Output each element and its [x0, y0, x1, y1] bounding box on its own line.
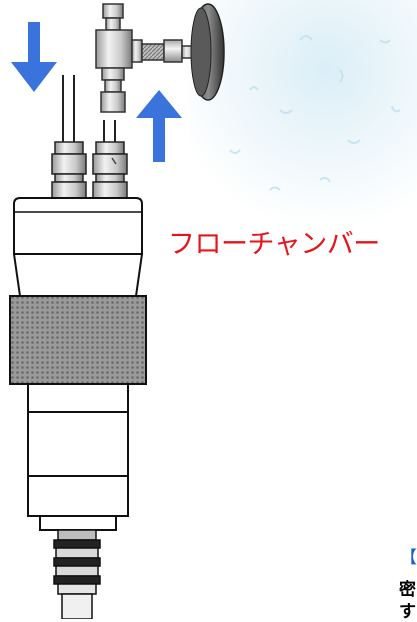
cutoff-bracket-text: 【 — [400, 548, 417, 568]
pressure-gauge — [190, 3, 225, 101]
tee-fitting — [95, 3, 195, 113]
outflow-arrow — [136, 90, 182, 162]
cable-connector — [53, 529, 101, 619]
compression-fittings — [51, 141, 128, 199]
cutoff-text-line2: す — [399, 602, 416, 622]
outlet-tube — [103, 120, 116, 142]
flow-chamber-label: フローチャンバー — [168, 229, 380, 260]
inlet-tubes — [62, 75, 75, 142]
cutoff-text-line1: 密 — [399, 580, 416, 600]
knurled-collar — [9, 295, 147, 385]
water-bubbles-background — [190, 0, 417, 230]
inflow-arrow — [11, 22, 57, 92]
flow-chamber-body — [12, 197, 144, 297]
sensor-body — [27, 383, 129, 531]
